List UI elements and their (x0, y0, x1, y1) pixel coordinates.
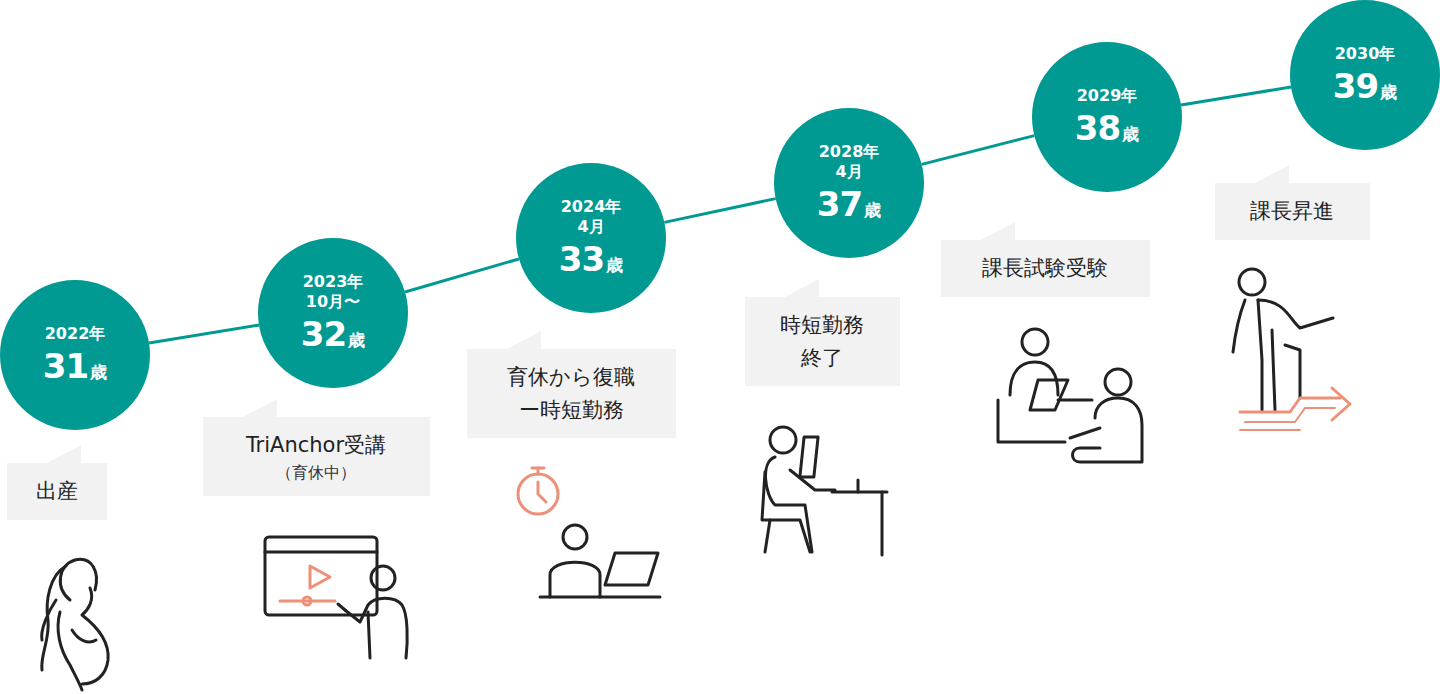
meeting-icon (998, 329, 1142, 462)
event-label: 課長昇進 (1233, 195, 1352, 228)
event-callout: TriAnchor受講（育休中） (203, 417, 430, 496)
callout-tail (979, 222, 1015, 241)
event-callout: 課長試験受験 (941, 240, 1150, 297)
date-label: 2028年 4月 (814, 142, 884, 184)
event-label: 育休から復職 ー時短勤務 (485, 361, 658, 426)
short-hours-icon (518, 468, 660, 597)
milestone-circle: 2030年39歳 (1290, 0, 1440, 150)
pregnant-woman-icon (42, 559, 108, 690)
date-label: 2023年 10月〜 (298, 272, 368, 314)
age-label: 33歳 (559, 240, 623, 279)
event-callout: 育休から復職 ー時短勤務 (467, 349, 676, 438)
timeline-line (405, 259, 519, 292)
callout-tail (783, 279, 819, 298)
event-label: TriAnchor受講 (221, 429, 412, 462)
timeline-line (664, 199, 775, 223)
age-label: 32歳 (301, 315, 365, 354)
milestone-circle: 2024年 4月33歳 (516, 163, 666, 313)
event-callout: 時短勤務 終了 (745, 297, 900, 386)
callout-tail (241, 399, 277, 418)
callout-tail (45, 445, 81, 464)
event-callout: 課長昇進 (1215, 183, 1370, 240)
event-note: （育休中） (221, 462, 412, 484)
milestone-circle: 2023年 10月〜32歳 (258, 238, 408, 388)
age-label: 39歳 (1333, 67, 1397, 106)
callout-tail (505, 331, 541, 350)
date-label: 2030年 (1330, 44, 1400, 65)
age-label: 37歳 (817, 185, 881, 224)
video-lecture-icon (265, 537, 407, 658)
date-label: 2024年 4月 (556, 197, 626, 239)
desk-work-icon (762, 427, 887, 555)
event-label: 出産 (25, 475, 89, 508)
event-label: 課長試験受験 (959, 252, 1132, 285)
event-label: 時短勤務 終了 (763, 309, 882, 374)
promotion-icon (1233, 269, 1350, 430)
timeline-line (149, 325, 259, 343)
date-label: 2029年 (1072, 86, 1142, 107)
event-callout: 出産 (7, 463, 107, 520)
date-label: 2022年 (40, 324, 110, 345)
milestone-circle: 2022年31歳 (0, 280, 150, 430)
milestone-circle: 2028年 4月37歳 (774, 108, 924, 258)
timeline-line (922, 136, 1035, 165)
callout-tail (1253, 165, 1289, 184)
age-label: 38歳 (1075, 109, 1139, 148)
milestone-circle: 2029年38歳 (1032, 42, 1182, 192)
age-label: 31歳 (43, 347, 107, 386)
timeline-line (1181, 87, 1291, 105)
